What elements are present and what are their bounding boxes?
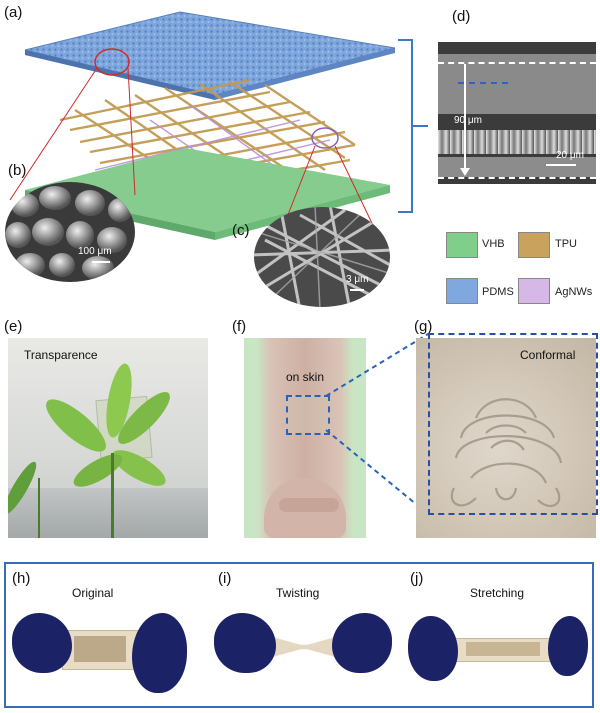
caption-on-skin: on skin bbox=[286, 370, 325, 384]
caption-stretching: Stretching bbox=[470, 586, 525, 600]
sem-image-b bbox=[5, 182, 135, 282]
panel-label-c: (c) bbox=[232, 222, 250, 239]
caption-conformal: Conformal bbox=[520, 348, 576, 362]
zoom-circle-c bbox=[311, 127, 339, 149]
panel-label-b: (b) bbox=[8, 162, 27, 179]
conformal-frame bbox=[428, 333, 598, 515]
bracket bbox=[398, 39, 428, 213]
legend-swatch-pdms bbox=[446, 278, 478, 304]
scale-bar-label-c: 3 μm bbox=[346, 274, 369, 285]
panel-label-a: (a) bbox=[4, 4, 23, 21]
vhb-layer bbox=[25, 148, 390, 232]
thickness-label: 90 μm bbox=[454, 115, 482, 126]
twisting-photo bbox=[214, 608, 394, 698]
mechanical-demo-frame bbox=[4, 562, 594, 708]
scale-bar-label-b: 100 μm bbox=[78, 246, 112, 257]
legend-swatch-vhb bbox=[446, 232, 478, 258]
legend-swatch-agnws bbox=[518, 278, 550, 304]
panel-label-i: (i) bbox=[218, 570, 232, 587]
panel-label-j: (j) bbox=[410, 570, 424, 587]
caption-twisting: Twisting bbox=[276, 586, 320, 600]
caption-original: Original bbox=[72, 586, 114, 600]
scale-bar-label-d: 20 μm bbox=[556, 150, 584, 161]
zoom-connector-lines bbox=[325, 333, 429, 515]
sensor-highlight-box bbox=[286, 395, 330, 435]
panel-label-e: (e) bbox=[4, 318, 23, 335]
on-skin-photo bbox=[244, 338, 366, 538]
panel-label-d: (d) bbox=[452, 8, 471, 25]
panel-label-f: (f) bbox=[232, 318, 247, 335]
legend-label-agnws: AgNWs bbox=[555, 286, 593, 298]
stretching-photo bbox=[408, 608, 588, 698]
panel-label-h: (h) bbox=[12, 570, 31, 587]
transparence-photo bbox=[8, 338, 208, 538]
sem-image-c bbox=[254, 207, 390, 307]
legend-label-tpu: TPU bbox=[555, 238, 577, 250]
conformal-photo bbox=[416, 338, 596, 538]
legend-swatch-tpu bbox=[518, 232, 550, 258]
cross-section-sem-d bbox=[438, 42, 596, 184]
legend-label-pdms: PDMS bbox=[482, 286, 514, 298]
original-photo bbox=[12, 608, 187, 698]
panel-label-g: (g) bbox=[414, 318, 433, 335]
zoom-circle-b bbox=[94, 48, 130, 76]
caption-transparence: Transparence bbox=[24, 348, 98, 362]
pdms-layer bbox=[24, 11, 396, 96]
legend-label-vhb: VHB bbox=[482, 238, 505, 250]
